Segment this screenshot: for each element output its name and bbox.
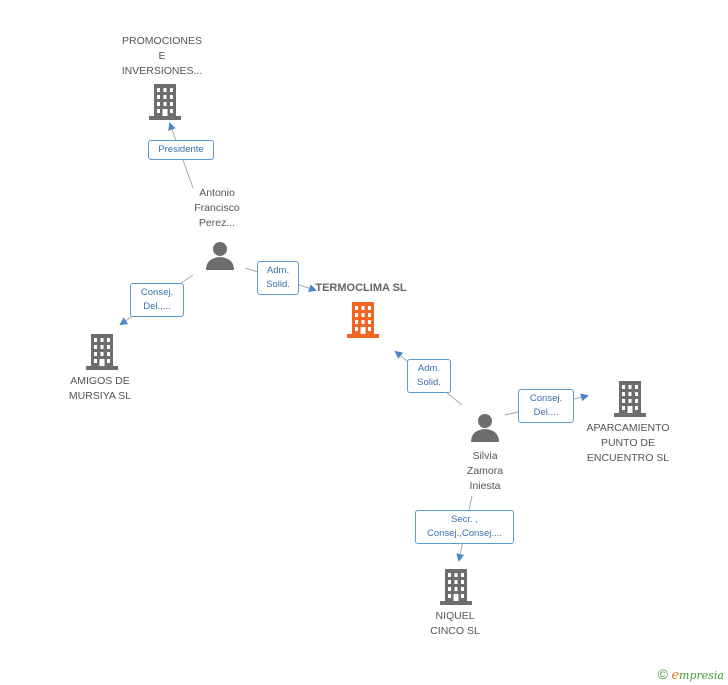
person-label-silvia[interactable]: Silvia Zamora Iniesta <box>440 449 530 494</box>
relation-text: Solid. <box>417 377 441 388</box>
main-building-icon[interactable] <box>347 302 379 338</box>
main-company-label[interactable]: TERMOCLIMA SL <box>305 281 417 296</box>
relation-text: Consej.,Consej.... <box>427 528 502 539</box>
relation-label-consej-del[interactable]: Consej. Del.... <box>518 389 574 423</box>
person-name-line: Zamora <box>466 465 504 477</box>
company-name-line: INVERSIONES... <box>121 65 203 77</box>
relation-label-secr-consej[interactable]: Secr. , Consej.,Consej.... <box>415 510 514 544</box>
company-name-line: PROMOCIONES <box>122 35 202 47</box>
company-name-line: PUNTO DE <box>600 437 656 449</box>
relation-text: Consej. <box>529 393 563 404</box>
company-name-line: NIQUEL <box>435 610 475 622</box>
relation-text: Presidente <box>158 144 204 155</box>
relation-text: Consej. <box>140 287 174 298</box>
person-name-line: Perez... <box>198 217 236 229</box>
person-name-line: Silvia <box>472 450 498 462</box>
company-label-promociones[interactable]: PROMOCIONES E INVERSIONES... <box>110 34 214 79</box>
brand-name: mpresia <box>679 669 724 682</box>
company-name-line: AMIGOS DE <box>70 375 130 387</box>
relation-label-adm-solid[interactable]: Adm. Solid. <box>257 261 299 295</box>
relation-text: Del.... <box>533 407 559 418</box>
building-icon[interactable] <box>86 334 118 370</box>
relation-label-consej-del[interactable]: Consej. Del.,... <box>130 283 184 317</box>
person-name-line: Iniesta <box>469 480 501 492</box>
brand-logo: © empresia <box>658 666 724 683</box>
relation-text: Adm. <box>417 363 441 374</box>
company-name-line: APARCAMIENTO <box>586 422 670 434</box>
building-icon[interactable] <box>440 569 472 605</box>
person-icon[interactable] <box>470 413 500 443</box>
person-name-line: Francisco <box>194 202 240 214</box>
person-icon[interactable] <box>205 241 235 271</box>
company-name-line: TERMOCLIMA SL <box>315 282 407 294</box>
relation-text: Adm. <box>266 265 290 276</box>
relation-label-presidente[interactable]: Presidente <box>148 140 214 160</box>
building-icon[interactable] <box>149 84 181 120</box>
copyright-symbol: © <box>657 666 668 682</box>
company-name-line: MURSIYA SL <box>68 390 132 402</box>
company-name-line: CINCO SL <box>430 625 480 637</box>
relation-text: Secr. , <box>451 514 478 525</box>
building-icon[interactable] <box>614 381 646 417</box>
company-name-line: ENCUENTRO SL <box>586 452 670 464</box>
relation-text: Solid. <box>266 279 290 290</box>
person-name-line: Antonio <box>199 187 235 199</box>
company-label-amigos[interactable]: AMIGOS DE MURSIYA SL <box>52 374 148 404</box>
relation-label-adm-solid[interactable]: Adm. Solid. <box>407 359 451 393</box>
person-label-antonio[interactable]: Antonio Francisco Perez... <box>175 186 259 231</box>
brand-initial: e <box>671 668 680 683</box>
company-label-niquel[interactable]: NIQUEL CINCO SL <box>410 609 500 639</box>
relation-text: Del.,... <box>143 301 171 312</box>
company-name-line: E <box>158 50 166 62</box>
company-label-aparcamiento[interactable]: APARCAMIENTO PUNTO DE ENCUENTRO SL <box>578 421 678 466</box>
